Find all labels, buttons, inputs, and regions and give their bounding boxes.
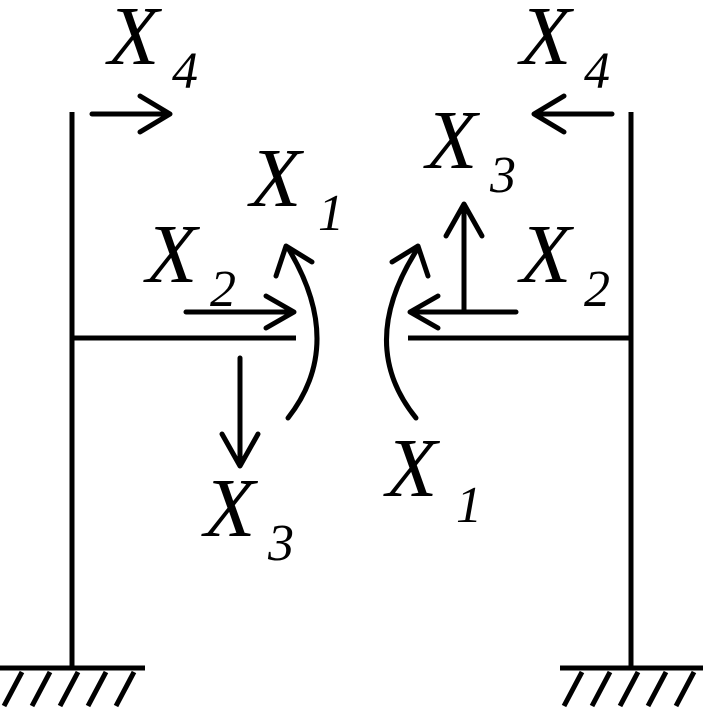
left-x4-subscript: 4 (172, 43, 198, 100)
right-x2-label: X (517, 208, 575, 301)
left-x4-arrow (89, 93, 173, 135)
right-x1-moment-arrow (384, 243, 431, 421)
right-x1-subscript: 1 (456, 477, 482, 534)
left-x2-label: X (143, 208, 201, 301)
left-x3-subscript: 3 (267, 515, 294, 572)
left-x1-moment-arrow (273, 243, 320, 421)
left-x2-arrow (183, 293, 297, 331)
right-x4-subscript: 4 (584, 43, 610, 100)
left-x3-label: X (201, 462, 259, 555)
left-x2-subscript: 2 (210, 261, 236, 318)
right-x4-label: X (517, 0, 575, 83)
right-x4-arrow (531, 93, 615, 135)
right-fixed-support (560, 665, 703, 708)
right-x3-subscript: 3 (489, 147, 516, 204)
left-x3-arrow (219, 355, 261, 469)
right-x3-label: X (423, 94, 481, 187)
right-x3-arrow (443, 201, 485, 315)
right-x2-subscript: 2 (584, 261, 610, 318)
left-x1-subscript: 1 (318, 185, 344, 242)
left-fixed-support (0, 665, 145, 708)
right-x1-label: X (383, 422, 441, 515)
left-x4-label: X (105, 0, 163, 83)
left-x1-label: X (247, 132, 305, 225)
